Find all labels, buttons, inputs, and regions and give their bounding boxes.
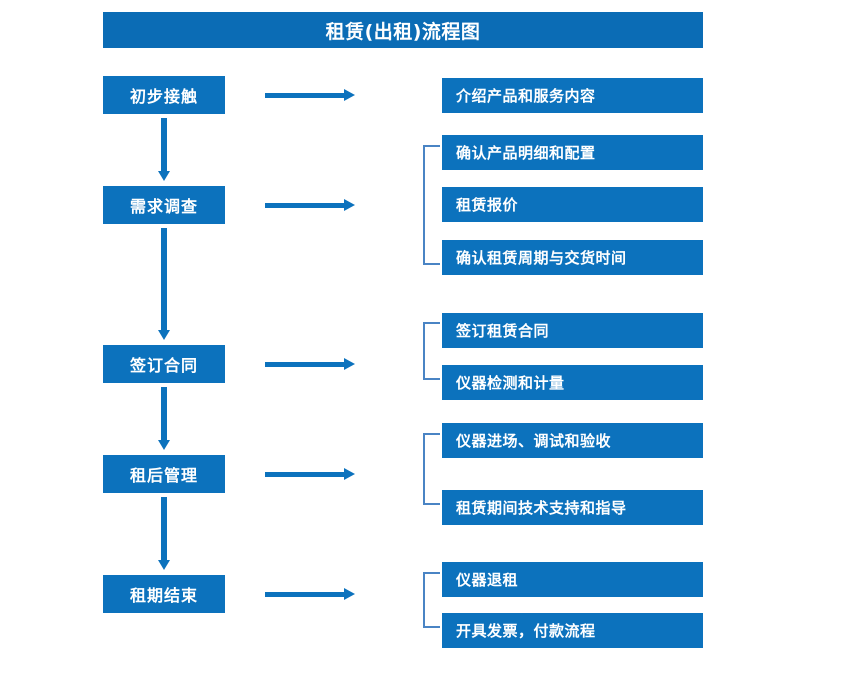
diagram-title: 租赁(出租)流程图 — [103, 12, 703, 48]
arrow-down-icon-4 — [158, 497, 170, 570]
group-bracket-icon-2 — [423, 322, 440, 380]
arrow-down-icon-3 — [158, 387, 170, 450]
detail-box-4[interactable]: 确认租赁周期与交货时间 — [442, 240, 703, 275]
stage-box-4[interactable]: 租后管理 — [103, 455, 225, 493]
stage-box-2[interactable]: 需求调查 — [103, 186, 225, 224]
detail-box-5[interactable]: 签订租赁合同 — [442, 313, 703, 348]
detail-box-6[interactable]: 仪器检测和计量 — [442, 365, 703, 400]
arrow-right-icon-5 — [265, 587, 355, 601]
arrow-right-icon-3 — [265, 357, 355, 371]
detail-box-10[interactable]: 开具发票，付款流程 — [442, 613, 703, 648]
stage-box-3[interactable]: 签订合同 — [103, 345, 225, 383]
stage-box-1[interactable]: 初步接触 — [103, 76, 225, 114]
arrow-down-icon-1 — [158, 118, 170, 181]
detail-box-8[interactable]: 租赁期间技术支持和指导 — [442, 490, 703, 525]
detail-box-7[interactable]: 仪器进场、调试和验收 — [442, 423, 703, 458]
arrow-right-icon-2 — [265, 198, 355, 212]
detail-box-2[interactable]: 确认产品明细和配置 — [442, 135, 703, 170]
arrow-right-icon-4 — [265, 467, 355, 481]
detail-box-3[interactable]: 租赁报价 — [442, 187, 703, 222]
arrow-right-icon-1 — [265, 88, 355, 102]
group-bracket-icon-3 — [423, 433, 440, 505]
arrow-down-icon-2 — [158, 228, 170, 340]
group-bracket-icon-4 — [423, 572, 440, 628]
stage-box-5[interactable]: 租期结束 — [103, 575, 225, 613]
detail-box-9[interactable]: 仪器退租 — [442, 562, 703, 597]
group-bracket-icon-1 — [423, 145, 440, 265]
detail-box-1[interactable]: 介绍产品和服务内容 — [442, 78, 703, 113]
